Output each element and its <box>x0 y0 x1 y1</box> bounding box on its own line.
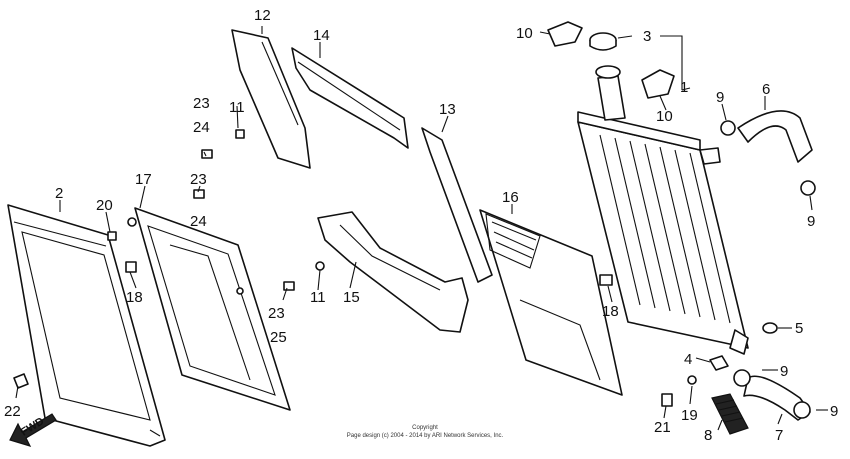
callout-labels: 1 2 3 4 5 6 7 8 9 9 9 9 10 10 11 11 12 1… <box>4 7 838 444</box>
part-1-radiator <box>577 65 749 355</box>
callout-13: 13 <box>439 101 456 118</box>
callout-12: 12 <box>254 7 271 24</box>
callout-1: 1 <box>680 79 688 96</box>
part-6-upper-hose <box>737 110 813 163</box>
callout-21: 21 <box>654 419 671 436</box>
part-13-side-panel <box>421 127 493 283</box>
copyright-line-2: Page design (c) 2004 - 2014 by ARI Netwo… <box>347 433 504 439</box>
callout-5: 5 <box>795 320 803 337</box>
callout-4: 4 <box>684 351 692 368</box>
part-14-bracket <box>291 47 409 149</box>
callout-16: 16 <box>502 189 519 206</box>
callout-2: 2 <box>55 185 63 202</box>
part-10-cushions <box>547 21 675 99</box>
callout-22: 22 <box>4 403 21 420</box>
copyright-notice: Copyright Page design (c) 2004 - 2014 by… <box>347 425 504 439</box>
callout-23-c: 23 <box>268 305 285 322</box>
copyright-line-1: Copyright <box>412 425 438 431</box>
callout-6: 6 <box>762 81 770 98</box>
callout-7: 7 <box>775 427 783 444</box>
callout-14: 14 <box>313 27 330 44</box>
callout-10-a: 10 <box>516 25 533 42</box>
callout-8: 8 <box>704 427 712 444</box>
callout-3: 3 <box>643 28 651 45</box>
callout-9-b: 9 <box>807 213 815 230</box>
callout-24-b: 24 <box>190 213 207 230</box>
part-17-grille <box>127 207 291 411</box>
part-2-shroud <box>7 204 166 447</box>
callout-19: 19 <box>681 407 698 424</box>
part-16-screen <box>479 209 623 396</box>
callout-9-a: 9 <box>716 89 724 106</box>
callout-9-d: 9 <box>830 403 838 420</box>
callout-11-b: 11 <box>310 289 326 306</box>
callout-15: 15 <box>343 289 360 306</box>
part-3-cap <box>589 32 617 51</box>
callout-23-a: 23 <box>193 95 210 112</box>
callout-18-a: 18 <box>126 289 143 306</box>
fwd-label: FWD <box>19 415 47 438</box>
callout-18-b: 18 <box>602 303 619 320</box>
fasteners <box>13 129 778 407</box>
callout-24-a: 24 <box>193 119 210 136</box>
callout-25: 25 <box>270 329 287 346</box>
callout-20: 20 <box>96 197 113 214</box>
part-12-cover <box>231 29 311 169</box>
callout-9-c: 9 <box>780 363 788 380</box>
part-8-spring <box>711 393 749 435</box>
callout-23-b: 23 <box>190 171 207 188</box>
callout-17: 17 <box>135 171 152 188</box>
callout-10-b: 10 <box>656 108 673 125</box>
part-15-duct <box>317 211 469 333</box>
part-9-clamps <box>720 120 816 419</box>
leader-lines <box>15 26 828 431</box>
callout-11-a: 11 <box>229 99 245 116</box>
